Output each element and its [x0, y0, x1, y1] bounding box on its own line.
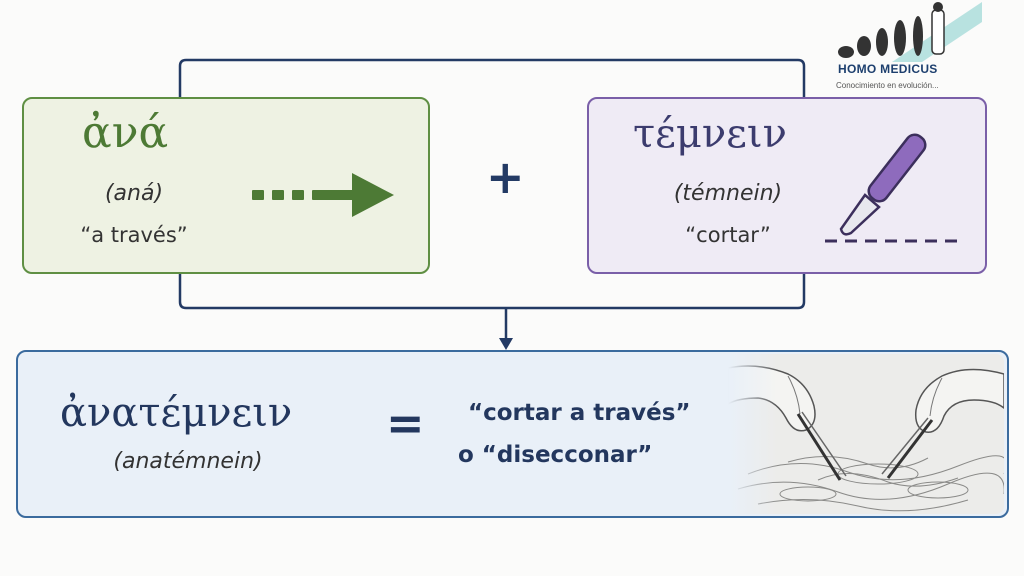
logo-name: HOMO MEDICUS [838, 62, 938, 76]
surgical-dissection-illustration [728, 354, 1004, 514]
root-meaning: “cortar” [685, 223, 771, 247]
dashed-arrow-right-icon [252, 173, 394, 217]
prefix-box: ἀνά (aná) “a través” [22, 97, 430, 274]
plus-sign: + [486, 150, 525, 204]
root-transliteration: (témnein) [673, 181, 783, 206]
prefix-meaning: “a través” [80, 223, 188, 247]
result-transliteration: (anatémnein) [113, 449, 263, 474]
prefix-greek-word: ἀνά [82, 107, 169, 158]
scalpel-icon [825, 133, 957, 243]
root-box: τέμνειν (témnein) “cortar” [587, 97, 987, 274]
result-greek-word: ἀνατέμνειν [60, 390, 293, 436]
result-meaning-line2: o “disecconar” [458, 442, 653, 468]
root-greek-word: τέμνειν [633, 111, 787, 157]
result-meaning-line1: “cortar a través” [468, 400, 691, 426]
logo-tagline: Conocimiento en evolución... [836, 81, 939, 90]
result-box: ἀνατέμνειν (anatémnein) = “cortar a trav… [16, 350, 1009, 518]
prefix-transliteration: (aná) [104, 181, 164, 206]
homo-medicus-logo: HOMO MEDICUS Conocimiento en evolución..… [832, 2, 982, 98]
evolution-figures-icon [838, 2, 982, 62]
equals-sign: = [386, 396, 425, 450]
